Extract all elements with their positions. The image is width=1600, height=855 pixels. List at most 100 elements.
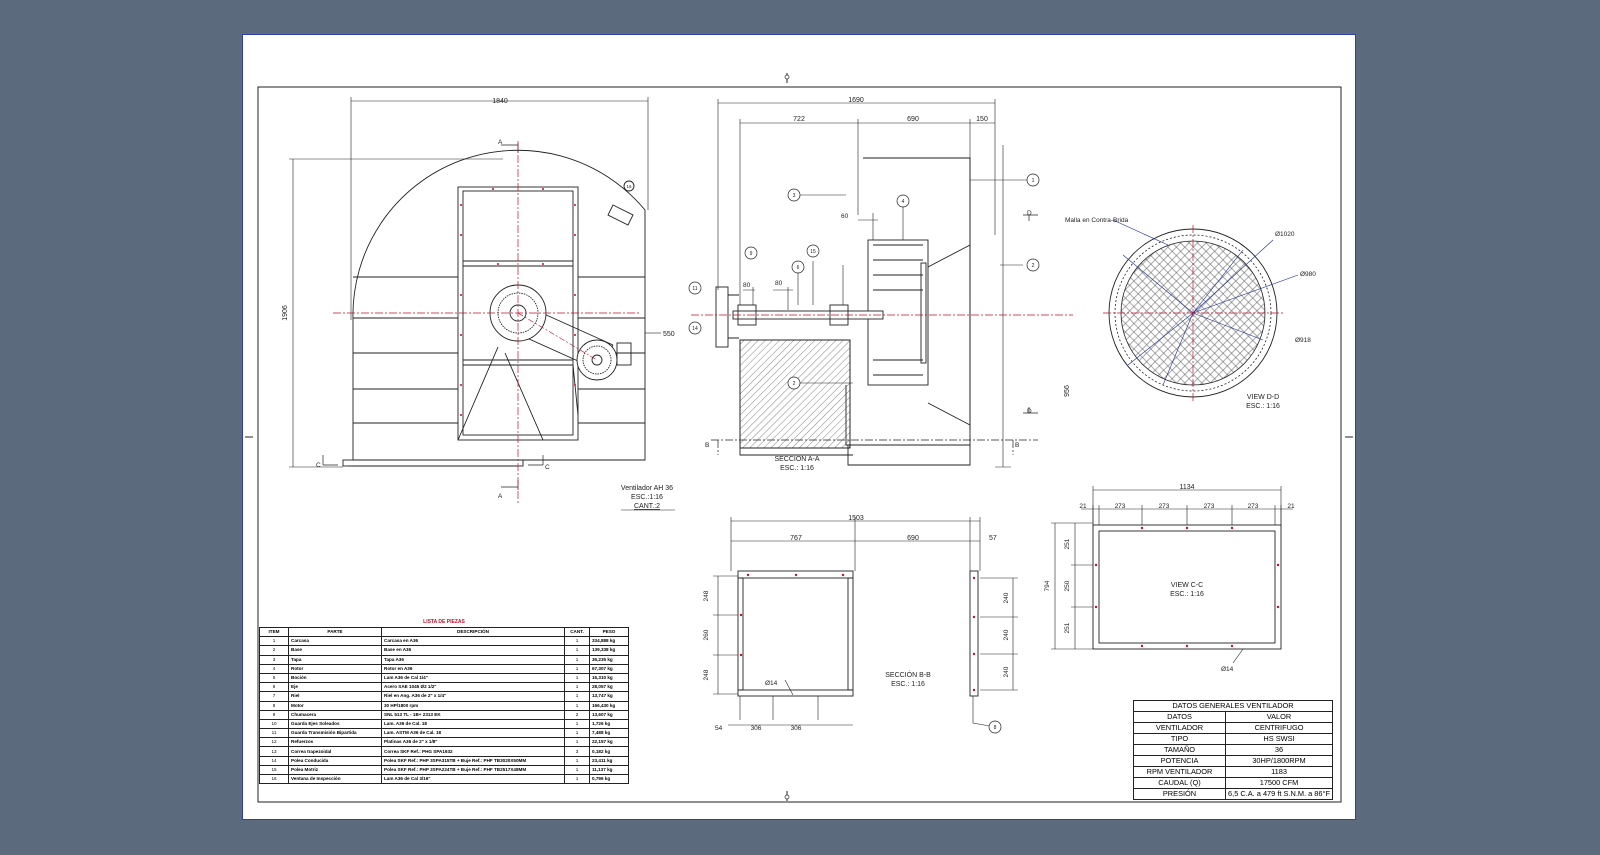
- bb-left-dim-1: 248: [703, 590, 710, 601]
- dd-title: VIEW D-D: [1247, 394, 1279, 401]
- dd-scale: ESC.: 1:16: [1246, 403, 1280, 410]
- cc-title: VIEW C-C: [1171, 582, 1203, 589]
- bom-item: 13: [259, 746, 289, 757]
- bb-bottom-dim-1: 54: [715, 725, 723, 732]
- bom-cant: 1: [564, 737, 590, 748]
- section-d-bottom: D: [1027, 408, 1032, 415]
- bom-cant: 2: [564, 709, 590, 720]
- dd-dia-980: Ø980: [1300, 271, 1316, 278]
- bom-title: LISTA DE PIEZAS: [423, 619, 465, 625]
- bom-parte: Base: [288, 645, 382, 656]
- mesh-note: Malla en Contra-Brida: [1065, 217, 1129, 224]
- bb-total-dim: 1503: [848, 515, 864, 522]
- section-b-left: B: [705, 442, 709, 449]
- front-view-qty: CANT.:2: [634, 503, 660, 510]
- inner-border: [257, 86, 1342, 803]
- callout-3: 3: [793, 193, 796, 199]
- bom-cant: 1: [564, 672, 590, 684]
- cc-left-dim-1: 251: [1064, 538, 1071, 549]
- bb-hole: Ø14: [765, 680, 778, 687]
- dd-dia-1020: Ø1020: [1275, 231, 1295, 238]
- fan-data-label: TAMAÑO: [1132, 744, 1227, 756]
- bom-parte: Carcasa: [288, 636, 382, 647]
- aa-scale: ESC.: 1:16: [780, 465, 814, 472]
- cc-holes: [1094, 526, 1280, 648]
- front-offset-dim: 550: [663, 331, 675, 338]
- front-height-dim: 1906: [282, 305, 289, 321]
- bom-parte: Refuerzos: [288, 737, 382, 748]
- bom-parte: Rotor: [288, 663, 382, 674]
- bom-parte: Guarda Ejes Soleados: [288, 718, 382, 730]
- cc-top-dim-2: 273: [1115, 503, 1126, 510]
- section-a-top: A: [498, 139, 503, 146]
- fan-data-row: CAUDAL (Q)17500 CFM: [1132, 777, 1333, 789]
- bom-descripcion: Tapa A36: [381, 654, 565, 665]
- view-dd: [1103, 219, 1299, 401]
- aa-dim-60: 60: [841, 213, 849, 220]
- fan-data-value: 1183: [1225, 766, 1333, 778]
- cc-left-dim-2: 250: [1064, 580, 1071, 591]
- section-aa-view: [711, 99, 1038, 468]
- bom-cant: 1: [564, 645, 590, 656]
- aa-total-dim: 1690: [848, 97, 864, 104]
- bb-bottom-dim-2: 306: [751, 725, 762, 732]
- callout-2: 2: [1032, 263, 1035, 269]
- aa-dim-80b: 80: [775, 280, 783, 287]
- bom-cant: 1: [564, 691, 590, 702]
- bom-item: 5: [259, 672, 289, 684]
- fan-data-label: TIPO: [1132, 733, 1227, 745]
- bom-descripcion: Riel en Ang. A36 de 2" x 1/4": [381, 691, 565, 702]
- section-d-top: D: [1027, 210, 1032, 217]
- fan-data-value: CENTRIFUGO: [1225, 722, 1333, 734]
- bom-peso: 166,430 kg: [589, 700, 629, 711]
- bom-cant: 1: [564, 663, 590, 674]
- cc-left-total: 794: [1044, 580, 1051, 591]
- aa-title: SECCIÓN A-A: [774, 454, 819, 463]
- bom-item: 10: [259, 718, 289, 730]
- bom-parte: Guarda Transmisión Bipartida: [288, 728, 382, 739]
- bom-cant: 1: [564, 636, 590, 647]
- bom-item: 11: [259, 728, 289, 739]
- bom-descripcion: Lam A36 de Cal 1/4": [381, 672, 565, 684]
- bb-right-dim-2: 240: [1003, 629, 1010, 640]
- fan-data-label: RPM VENTILADOR: [1132, 766, 1227, 778]
- bom-cant: 1: [564, 700, 590, 711]
- bom-cant: 1: [564, 718, 590, 730]
- bom-descripcion: Rotor en A36: [381, 663, 565, 674]
- cc-top-dim-1: 21: [1079, 503, 1087, 510]
- bom-parte: Riel: [288, 691, 382, 702]
- bom-peso: 13,747 kg: [589, 691, 629, 702]
- callout-2b: 2: [793, 381, 796, 387]
- view-cc: [1051, 486, 1293, 664]
- bom-header-row: ITEM PARTE DESCRIPCIÓN CANT. PESO: [259, 626, 629, 638]
- callout-14: 14: [692, 326, 698, 332]
- bom-item: 9: [259, 709, 289, 720]
- bom-descripcion: Carcasa en A36: [381, 636, 565, 647]
- bom-cant: 1: [564, 728, 590, 739]
- cc-top-dim-3: 273: [1159, 503, 1170, 510]
- bom-parte: Polea Motriz: [288, 764, 382, 776]
- fan-data-value: 36: [1225, 744, 1333, 756]
- bb-left-dim-2: 260: [703, 629, 710, 640]
- weld-markers: [460, 188, 576, 416]
- bom-cant: 1: [564, 654, 590, 665]
- cc-left-dim-3: 251: [1064, 622, 1071, 633]
- cc-scale: ESC.: 1:16: [1170, 591, 1204, 598]
- drawing-sheet: 1840 1906 550 16 A A C C Ventilador AH 3…: [242, 34, 1356, 820]
- bom-parte: Chumacera: [288, 709, 382, 720]
- bom-parte: Tapa: [288, 654, 382, 665]
- bom-col-cant: CANT.: [564, 626, 590, 638]
- bb-title: SECCIÓN B-B: [885, 670, 931, 679]
- bom-item: 15: [259, 764, 289, 776]
